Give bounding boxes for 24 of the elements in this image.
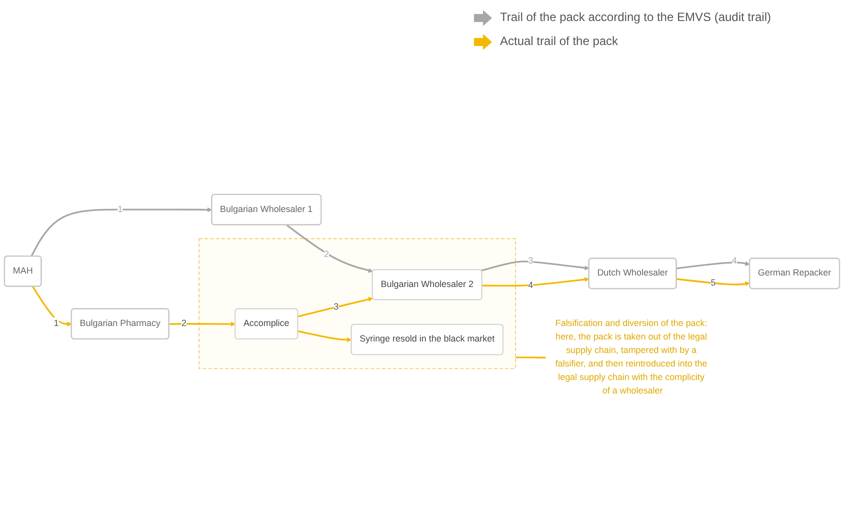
arrow xyxy=(676,278,750,286)
arrow xyxy=(32,286,72,326)
connector xyxy=(516,356,546,358)
legend-text: Actual trail of the pack xyxy=(500,34,618,48)
arrow xyxy=(676,260,750,269)
cluster xyxy=(198,238,516,369)
edge-label: 3 xyxy=(334,302,339,312)
edge-label: 1 xyxy=(54,318,59,328)
legend-text: Trail of the pack according to the EMVS (audit trail) xyxy=(500,10,772,24)
edge-label: 2 xyxy=(324,250,330,260)
edge-label: 2 xyxy=(181,318,186,328)
edge-label: 5 xyxy=(710,278,716,288)
arrow xyxy=(481,260,590,272)
edge-label: 3 xyxy=(528,256,534,266)
edge-label: 4 xyxy=(528,280,534,290)
edge-label: 4 xyxy=(732,256,737,266)
arrow xyxy=(286,224,374,272)
arrow xyxy=(298,296,374,318)
arrow xyxy=(169,321,236,326)
node-text: Falsification and diversion of the pack: here, the pack is taken out of the legal supply chain, tampered with by a falsifier, and then reintroduced into the legal supply chain with the complicity of a wholesaler xyxy=(555,318,708,396)
edge-label: 1 xyxy=(118,204,123,214)
arrow xyxy=(298,330,352,342)
arrow xyxy=(482,276,590,286)
arrow xyxy=(30,207,212,256)
